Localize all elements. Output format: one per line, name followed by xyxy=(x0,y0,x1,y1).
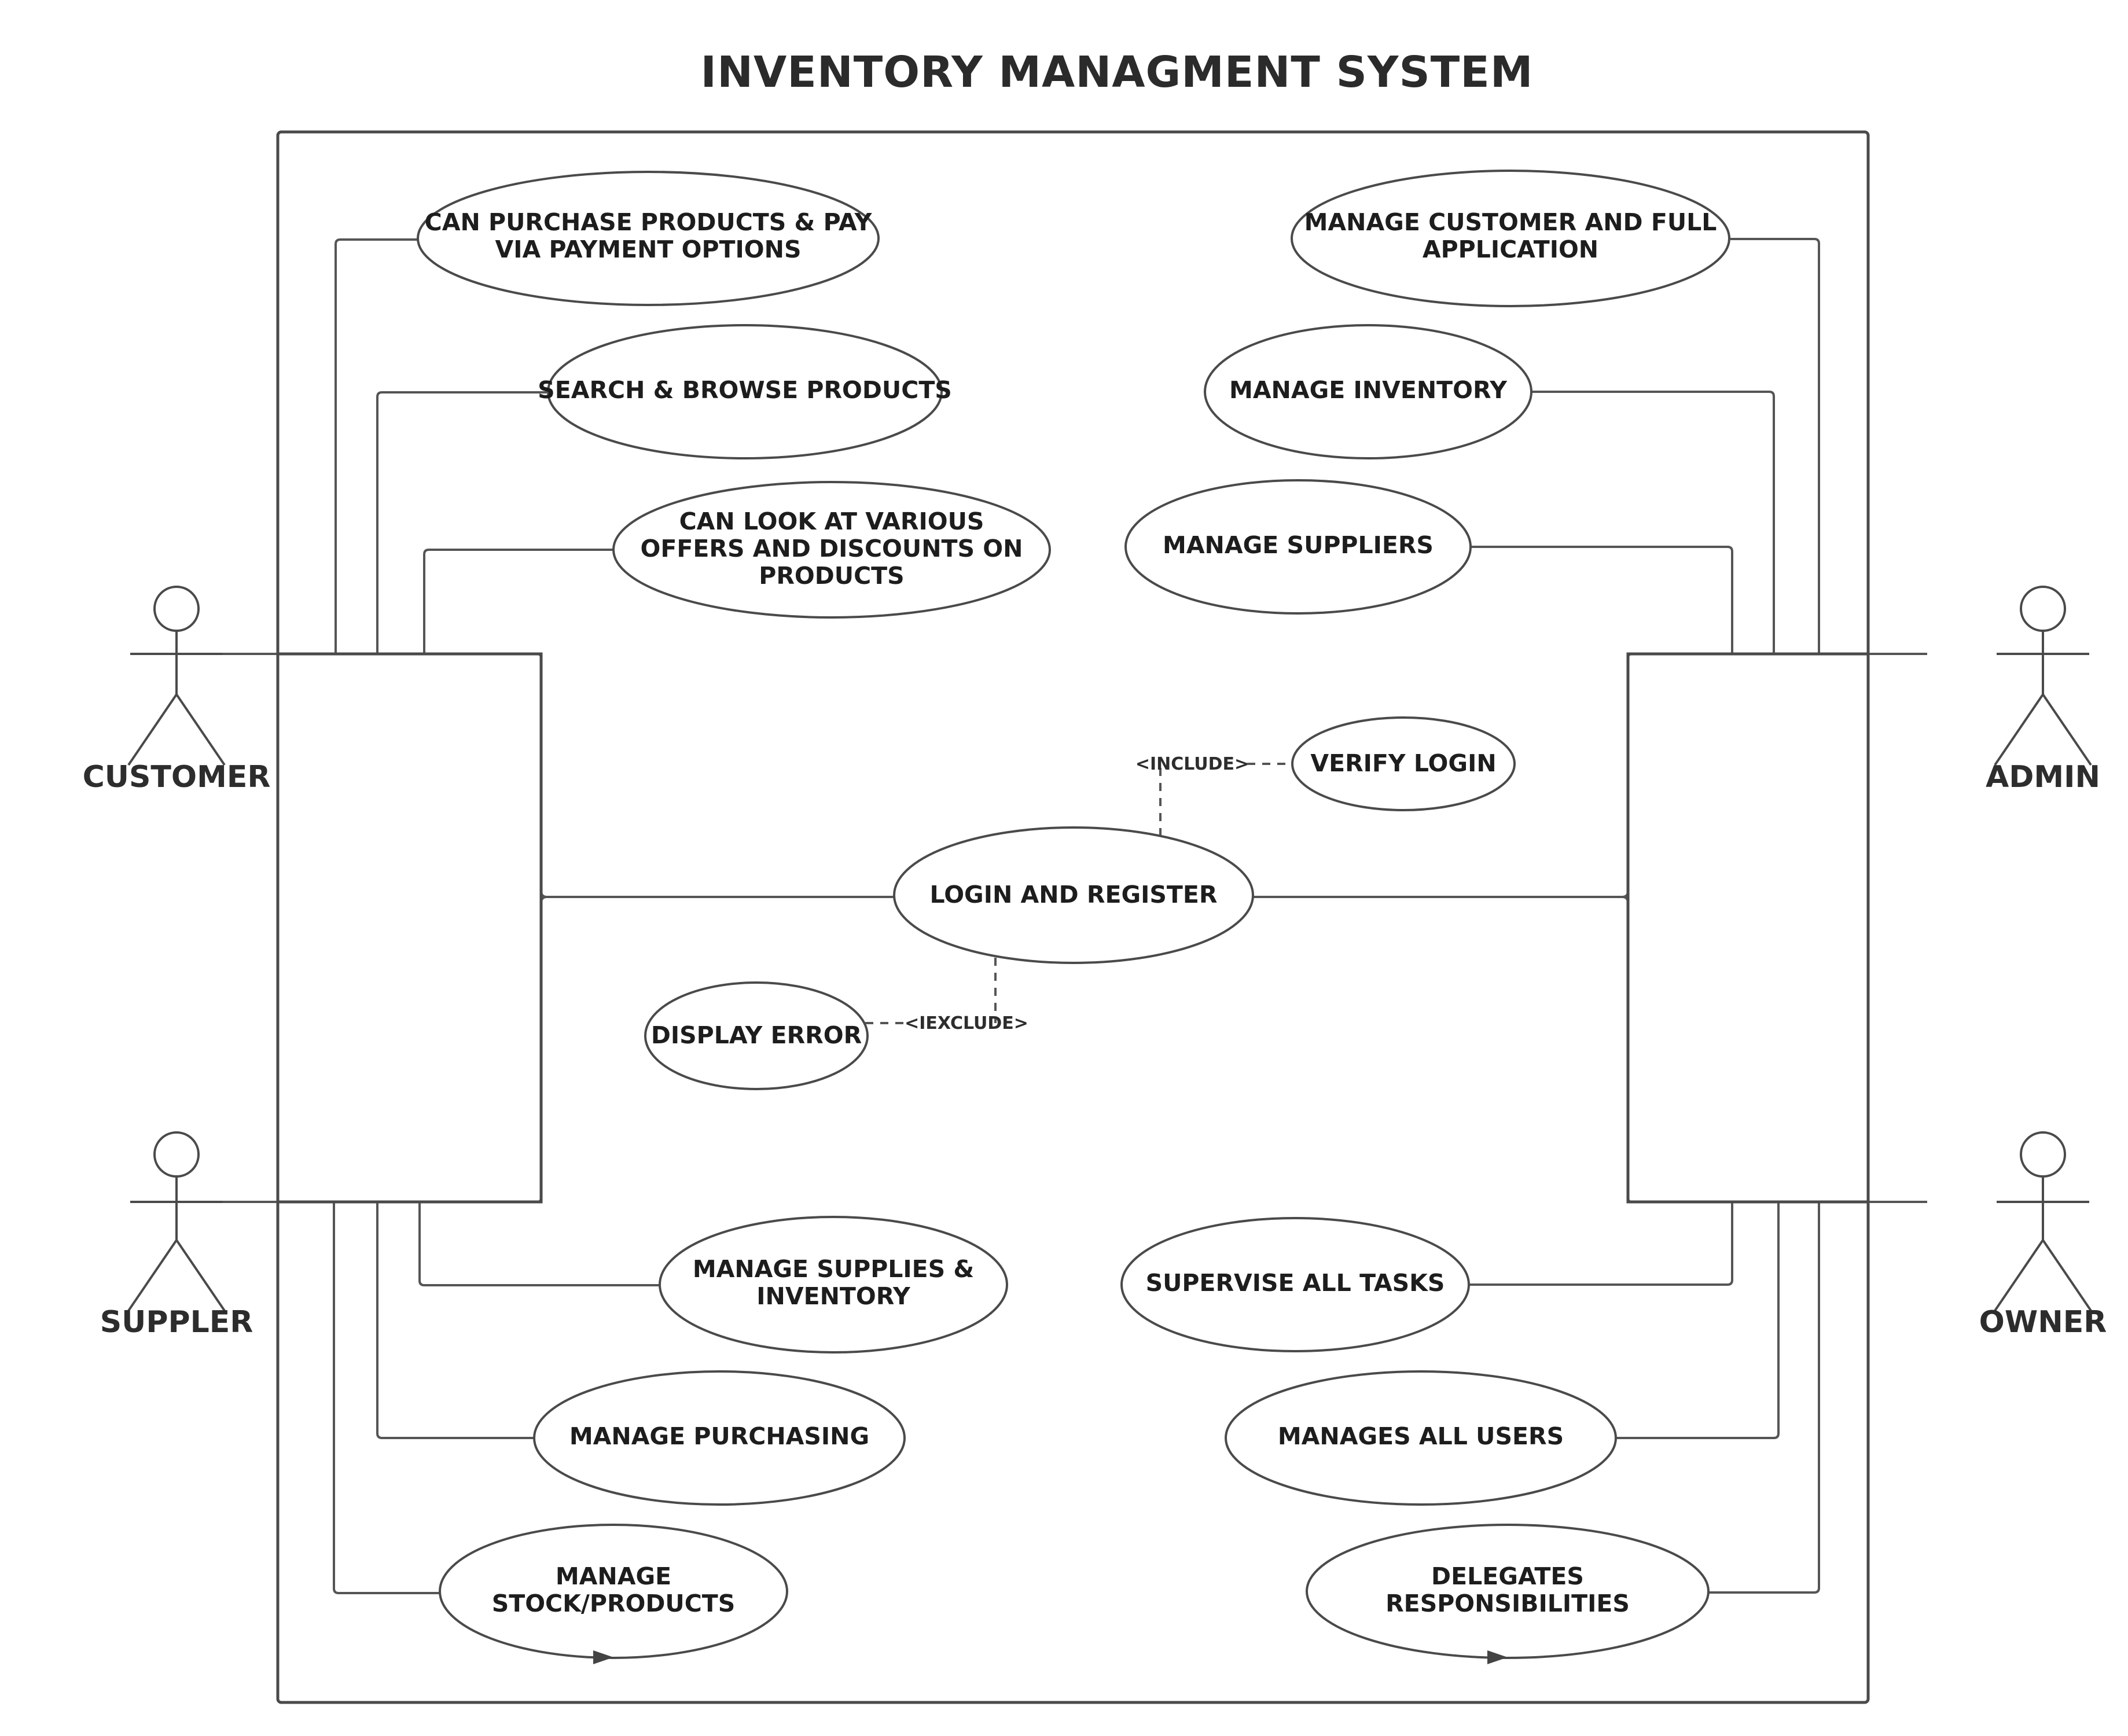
use-case-label: MANAGE SUPPLIERS xyxy=(1163,531,1434,559)
stick-figure-icon xyxy=(1994,631,2092,766)
use-case-label: PRODUCTS xyxy=(759,562,904,590)
use-case-offers[interactable]: CAN LOOK AT VARIOUS OFFERS AND DISCOUNTS… xyxy=(612,481,1051,619)
stick-figure-icon xyxy=(1994,1176,2092,1312)
actor-owner[interactable]: OWNER xyxy=(1979,1131,2107,1340)
use-case-manage-purchasing[interactable]: MANAGE PURCHASING xyxy=(533,1370,906,1506)
admin-to-manage-customer-line xyxy=(1730,238,1820,654)
owner-to-delegates-line xyxy=(1708,1202,1820,1594)
use-case-label: LOGIN AND REGISTER xyxy=(930,881,1218,909)
actor-customer[interactable]: CUSTOMER xyxy=(83,586,271,795)
admin-to-manage-inventory-line xyxy=(1531,391,1775,654)
use-case-label: CAN PURCHASE PRODUCTS & PAY xyxy=(425,208,873,236)
use-case-label: MANAGE INVENTORY xyxy=(1229,376,1508,404)
use-case-label: SUPERVISE ALL TASKS xyxy=(1146,1269,1445,1297)
right-actor-region xyxy=(1626,652,1870,1204)
customer-to-purchase-line xyxy=(335,238,418,654)
use-case-label: SEARCH & BROWSE PRODUCTS xyxy=(538,376,952,404)
use-case-manage-stock[interactable]: MANAGE STOCK/PRODUCTS xyxy=(439,1524,788,1664)
use-case-label: MANAGE xyxy=(556,1562,671,1590)
admin-to-manage-suppliers-line xyxy=(1471,546,1733,654)
use-case-label: MANAGES ALL USERS xyxy=(1278,1422,1564,1450)
customer-to-search-line xyxy=(376,391,547,654)
arrowhead-icon xyxy=(593,1650,613,1664)
actor-label: OWNER xyxy=(1979,1305,2107,1340)
use-case-label: DELEGATES xyxy=(1431,1562,1584,1590)
use-case-label: CAN LOOK AT VARIOUS xyxy=(679,507,984,535)
stick-figure-icon xyxy=(127,1176,226,1312)
actor-head-icon xyxy=(2020,586,2066,632)
use-case-label: MANAGE CUSTOMER AND FULL xyxy=(1304,208,1717,236)
use-case-label: MANAGE SUPPLIES & xyxy=(693,1255,974,1283)
use-case-manage-inventory[interactable]: MANAGE INVENTORY xyxy=(1204,324,1532,459)
use-case-label: VIA PAYMENT OPTIONS xyxy=(495,236,802,263)
stick-figure-icon xyxy=(127,631,226,766)
use-case-label: MANAGE PURCHASING xyxy=(569,1422,869,1450)
use-case-search[interactable]: SEARCH & BROWSE PRODUCTS xyxy=(538,324,952,459)
supplier-to-purchasing-line xyxy=(376,1202,535,1439)
use-case-manage-suppliers[interactable]: MANAGE SUPPLIERS xyxy=(1124,479,1472,615)
use-case-manage-supplies[interactable]: MANAGE SUPPLIES & INVENTORY xyxy=(659,1216,1008,1354)
use-case-manage-customer[interactable]: MANAGE CUSTOMER AND FULL APPLICATION xyxy=(1291,170,1730,307)
arrowhead-icon xyxy=(1487,1650,1508,1664)
use-case-delegates[interactable]: DELEGATES RESPONSIBILITIES xyxy=(1306,1524,1710,1664)
use-case-supervise[interactable]: SUPERVISE ALL TASKS xyxy=(1120,1217,1470,1352)
use-case-label: INVENTORY xyxy=(756,1282,911,1310)
use-case-label: APPLICATION xyxy=(1423,236,1598,263)
owner-to-users-line xyxy=(1614,1202,1780,1439)
actor-head-icon xyxy=(153,586,200,632)
use-case-purchase[interactable]: CAN PURCHASE PRODUCTS & PAY VIA PAYMENT … xyxy=(417,171,880,306)
actor-label: ADMIN xyxy=(1986,760,2100,795)
use-case-label: RESPONSIBILITIES xyxy=(1385,1590,1630,1617)
use-case-verify-login[interactable]: VERIFY LOGIN xyxy=(1291,716,1516,811)
supplier-to-stock-line xyxy=(333,1202,440,1594)
use-case-label: STOCK/PRODUCTS xyxy=(492,1590,736,1617)
use-case-label: VERIFY LOGIN xyxy=(1310,749,1496,777)
actor-label: CUSTOMER xyxy=(83,760,271,795)
left-actor-region xyxy=(276,652,543,1204)
include-label: <INCLUDE> xyxy=(1135,754,1249,774)
actor-supplier[interactable]: SUPPLER xyxy=(100,1131,253,1340)
use-case-label: DISPLAY ERROR xyxy=(651,1021,862,1049)
supplier-to-supplies-line xyxy=(418,1202,660,1286)
owner-to-supervise-line xyxy=(1468,1202,1733,1286)
actor-admin[interactable]: ADMIN xyxy=(1986,586,2100,795)
use-case-label: OFFERS AND DISCOUNTS ON xyxy=(641,535,1023,562)
use-case-manages-users[interactable]: MANAGES ALL USERS xyxy=(1225,1370,1617,1506)
customer-to-offers-line xyxy=(423,549,615,654)
diagram-title: INVENTORY MANAGMENT SYSTEM xyxy=(701,47,1534,97)
actor-label: SUPPLER xyxy=(100,1305,253,1340)
exclude-label: <IEXCLUDE> xyxy=(905,1013,1028,1033)
actor-head-icon xyxy=(2020,1131,2066,1178)
actor-head-icon xyxy=(153,1131,200,1178)
use-case-login[interactable]: LOGIN AND REGISTER xyxy=(893,826,1254,964)
use-case-display-error[interactable]: DISPLAY ERROR xyxy=(644,981,869,1090)
